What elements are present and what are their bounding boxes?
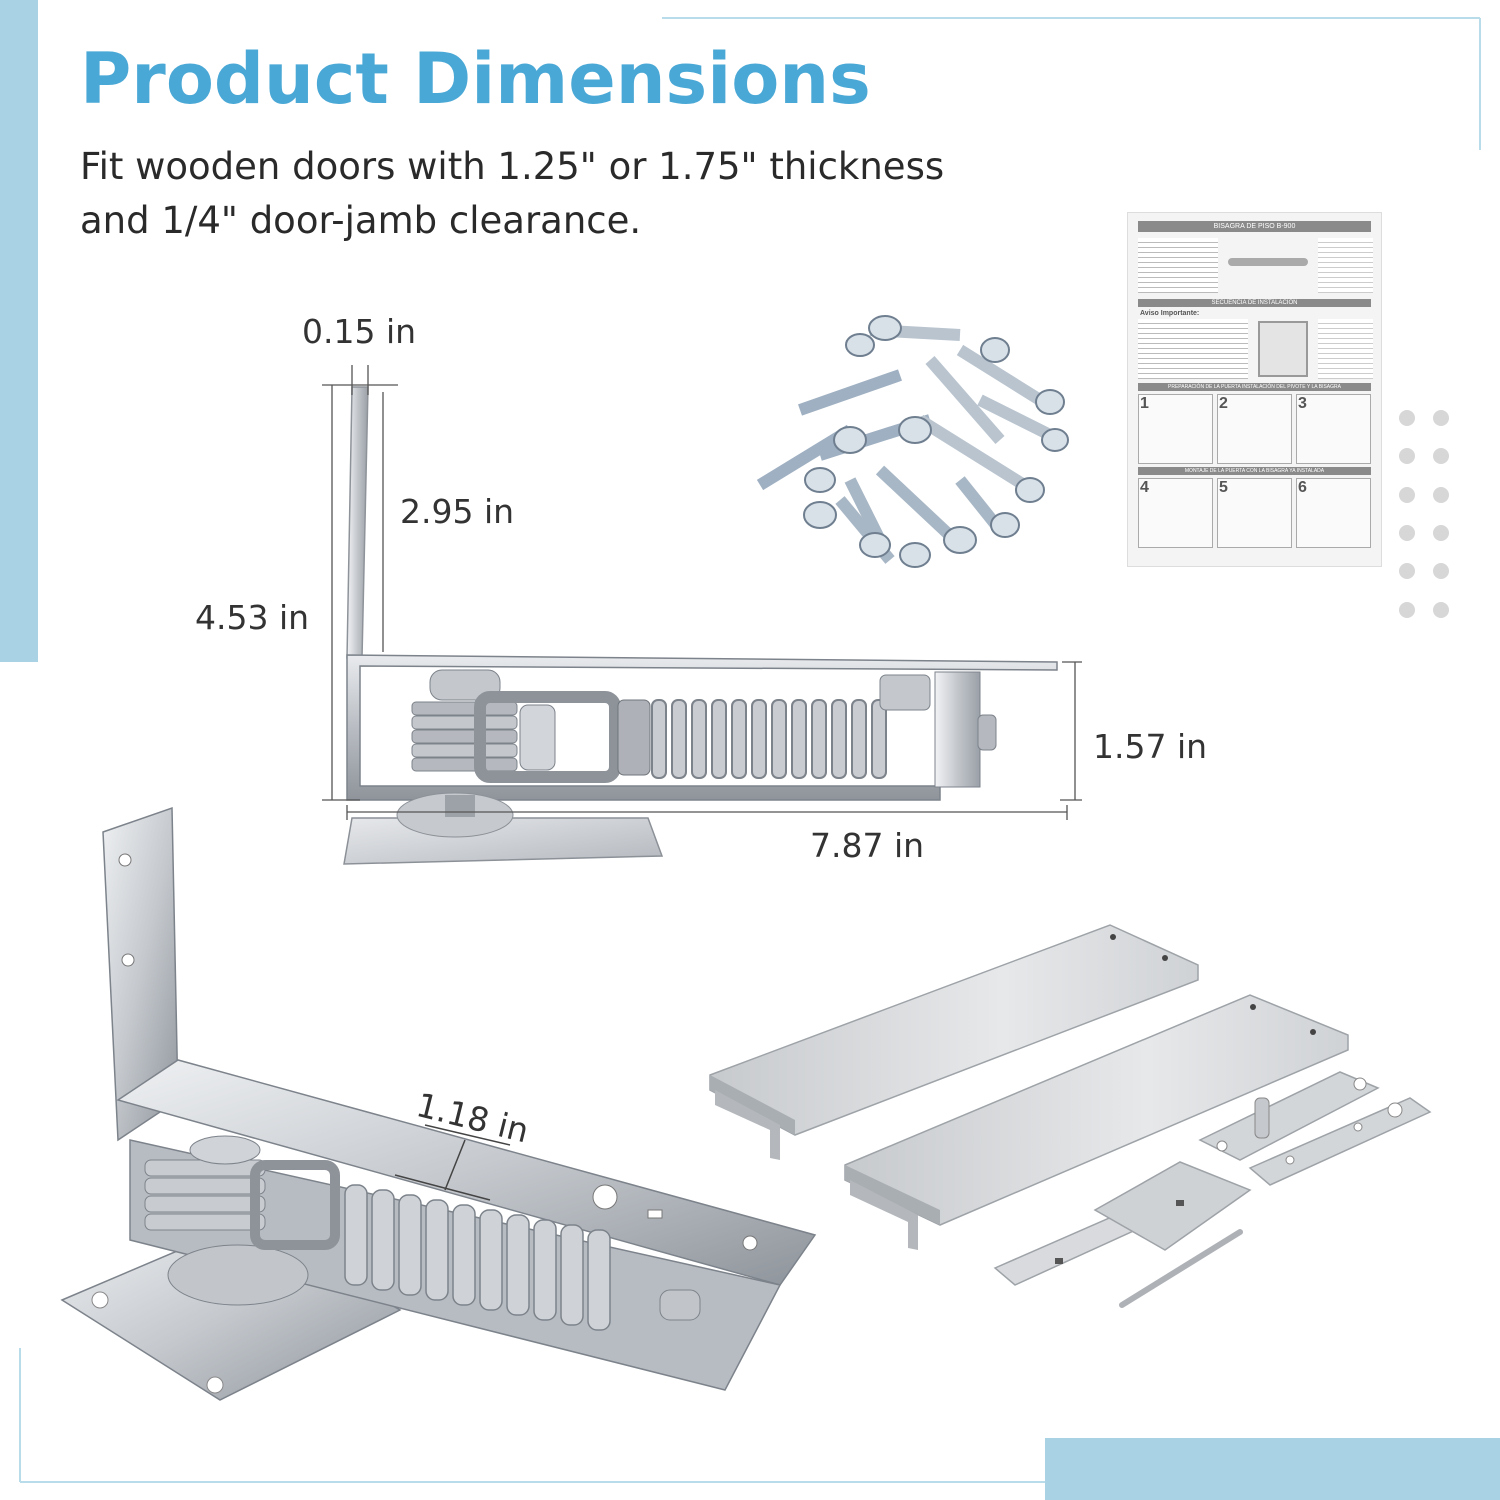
step-2: 2 [1219, 395, 1228, 412]
dim-total-height: 4.53 in [195, 598, 310, 637]
dim-body-height: 1.57 in [1093, 727, 1208, 766]
top-bar-perspective [116, 1059, 817, 1286]
step-6: 6 [1298, 479, 1307, 496]
manual-notice: Aviso Importante: [1140, 310, 1200, 317]
bottom-right-accent-bar [1045, 1438, 1500, 1500]
dim-plate-thickness: 0.15 in [302, 312, 417, 351]
l-bracket [346, 654, 1058, 801]
dim-body-length: 7.87 in [810, 826, 925, 865]
spring-cap [879, 674, 931, 711]
pin [519, 704, 556, 771]
link-frame [474, 691, 621, 783]
subtitle-line-2: and 1/4" door-jamb clearance. [80, 199, 642, 242]
dimension-lines [322, 365, 1082, 820]
dot-grid [1399, 410, 1449, 618]
instruction-manual: BISAGRA DE PISO B-900 SECUENCIA DE INSTA… [1127, 212, 1382, 567]
dim-arm-height: 2.95 in [400, 492, 515, 531]
roller-top [429, 669, 501, 701]
step-1: 1 [1140, 395, 1149, 412]
roller-stack-perspective [144, 1159, 266, 1231]
manual-section-3: MONTAJE DE LA PUERTA CON LA BISAGRA YA I… [1138, 467, 1371, 475]
page-subtitle: Fit wooden doors with 1.25" or 1.75" thi… [80, 140, 1080, 248]
cover-plate-2 [844, 994, 1349, 1250]
leveling-shims [993, 1161, 1252, 1286]
spring-perspective [344, 1184, 611, 1331]
screw-pile [756, 315, 1069, 568]
pivot-plate [1198, 1071, 1380, 1161]
manual-steps-row-1: 1 2 3 [1138, 394, 1371, 464]
link-frame-perspective [250, 1160, 340, 1250]
page-title: Product Dimensions [80, 38, 871, 120]
step-3: 3 [1298, 395, 1307, 412]
subtitle-line-1: Fit wooden doors with 1.25" or 1.75" thi… [80, 145, 945, 188]
manual-title: BISAGRA DE PISO B-900 [1138, 221, 1371, 232]
end-block [934, 671, 981, 788]
left-accent-bar [0, 0, 38, 662]
manual-notice-body [1138, 319, 1373, 379]
spring-collar [617, 699, 651, 776]
manual-steps-row-2: 4 5 6 [1138, 478, 1371, 548]
step-4: 4 [1140, 479, 1149, 496]
spring-coils [651, 699, 887, 779]
step-5: 5 [1219, 479, 1228, 496]
strap-plate [1248, 1097, 1432, 1186]
manual-section-1: SECUENCIA DE INSTALACIÓN [1138, 299, 1371, 307]
manual-top-block [1138, 238, 1373, 293]
pin-rod [1119, 1229, 1243, 1308]
spring-dimension-line [394, 1124, 511, 1201]
adjust-screw [977, 714, 997, 751]
cover-plate-1 [709, 924, 1199, 1160]
roller-stack [411, 701, 518, 772]
manual-section-2: PREPARACIÓN DE LA PUERTA INSTALACIÓN DEL… [1138, 383, 1371, 391]
